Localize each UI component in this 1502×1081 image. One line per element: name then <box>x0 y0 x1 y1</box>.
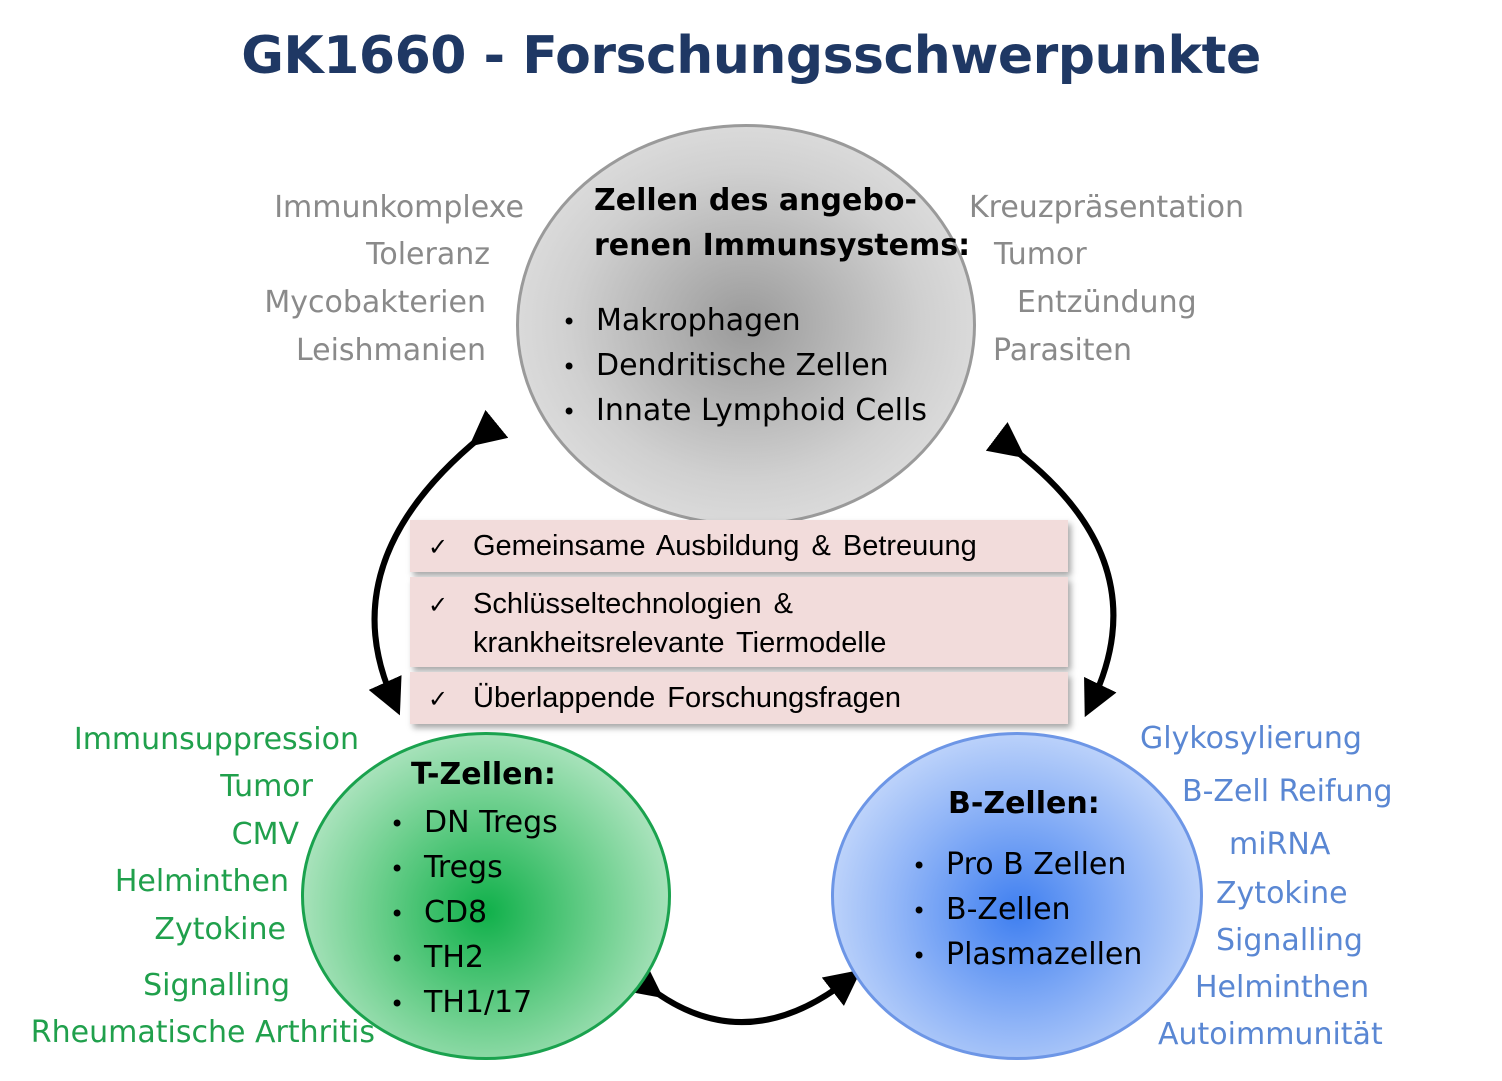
innate-topic-right: Kreuzpräsentation <box>969 190 1245 225</box>
t-cells-topic: Rheumatische Arthritis <box>30 1015 375 1050</box>
shared-feature-box: ✓Schlüsseltechnologien & krankheitsrelev… <box>410 577 1068 667</box>
arrow-t-b <box>623 962 862 1025</box>
check-icon: ✓ <box>428 533 449 561</box>
b-cells-topic: Signalling <box>1216 923 1363 958</box>
check-icon: ✓ <box>428 685 449 713</box>
t-cells-item: •TH2 <box>390 940 484 975</box>
innate-topic-left: Mycobakterien <box>264 285 486 320</box>
b-cells-topic: B-Zell Reifung <box>1182 774 1393 809</box>
innate-topic-right: Entzündung <box>1017 285 1197 320</box>
t-cells-item: •Tregs <box>390 850 503 885</box>
b-cells-heading: B-Zellen: <box>948 786 1100 821</box>
page-title: GK1660 - Forschungsschwerpunkte <box>241 26 1261 86</box>
arrow-innate-b <box>985 422 1117 718</box>
innate-topic-left: Leishmanien <box>295 333 486 368</box>
t-cells-topic: Immunsuppression <box>73 722 359 757</box>
innate-heading-line2: renen Immunsystems: <box>594 228 971 263</box>
t-cells-topic: Helminthen <box>114 864 289 899</box>
b-cells-item: •Pro B Zellen <box>912 847 1127 882</box>
b-cells-topic: Zytokine <box>1216 876 1348 911</box>
t-cells-topic: Signalling <box>143 968 290 1003</box>
b-cells-topic: miRNA <box>1229 827 1331 862</box>
shared-feature-box: ✓Überlappende Forschungsfragen <box>410 672 1068 724</box>
innate-item: •Innate Lymphoid Cells <box>562 393 927 428</box>
t-cells-item: •DN Tregs <box>390 805 558 840</box>
t-cells-heading: T-Zellen: <box>411 757 556 792</box>
innate-item: •Dendritische Zellen <box>562 348 889 383</box>
t-cells-item: •TH1/17 <box>390 985 533 1020</box>
b-cells-item: •Plasmazellen <box>912 937 1143 972</box>
innate-topic-left: Immunkomplexe <box>274 190 524 225</box>
shared-feature-box: ✓Gemeinsame Ausbildung & Betreuung <box>410 520 1068 572</box>
b-cells-circle <box>831 732 1203 1060</box>
t-cells-circle <box>301 732 671 1060</box>
t-cells-item: •CD8 <box>390 895 488 930</box>
t-cells-topic: Zytokine <box>154 912 286 947</box>
t-cells-topic: Tumor <box>220 769 313 804</box>
innate-item: •Makrophagen <box>562 303 801 338</box>
t-cells-topic: CMV <box>231 817 299 852</box>
b-cells-topic: Autoimmunität <box>1158 1017 1383 1052</box>
b-cells-item: •B-Zellen <box>912 892 1071 927</box>
check-icon: ✓ <box>428 591 449 619</box>
innate-topic-right: Parasiten <box>993 333 1133 368</box>
innate-topic-left: Toleranz <box>366 237 490 272</box>
innate-topic-right: Tumor <box>994 237 1087 272</box>
arrow-innate-t <box>368 409 509 716</box>
b-cells-topic: Helminthen <box>1195 970 1370 1005</box>
b-cells-topic: Glykosylierung <box>1140 721 1362 756</box>
innate-heading-line1: Zellen des angebo- <box>594 183 917 218</box>
innate-immune-circle <box>516 124 976 526</box>
